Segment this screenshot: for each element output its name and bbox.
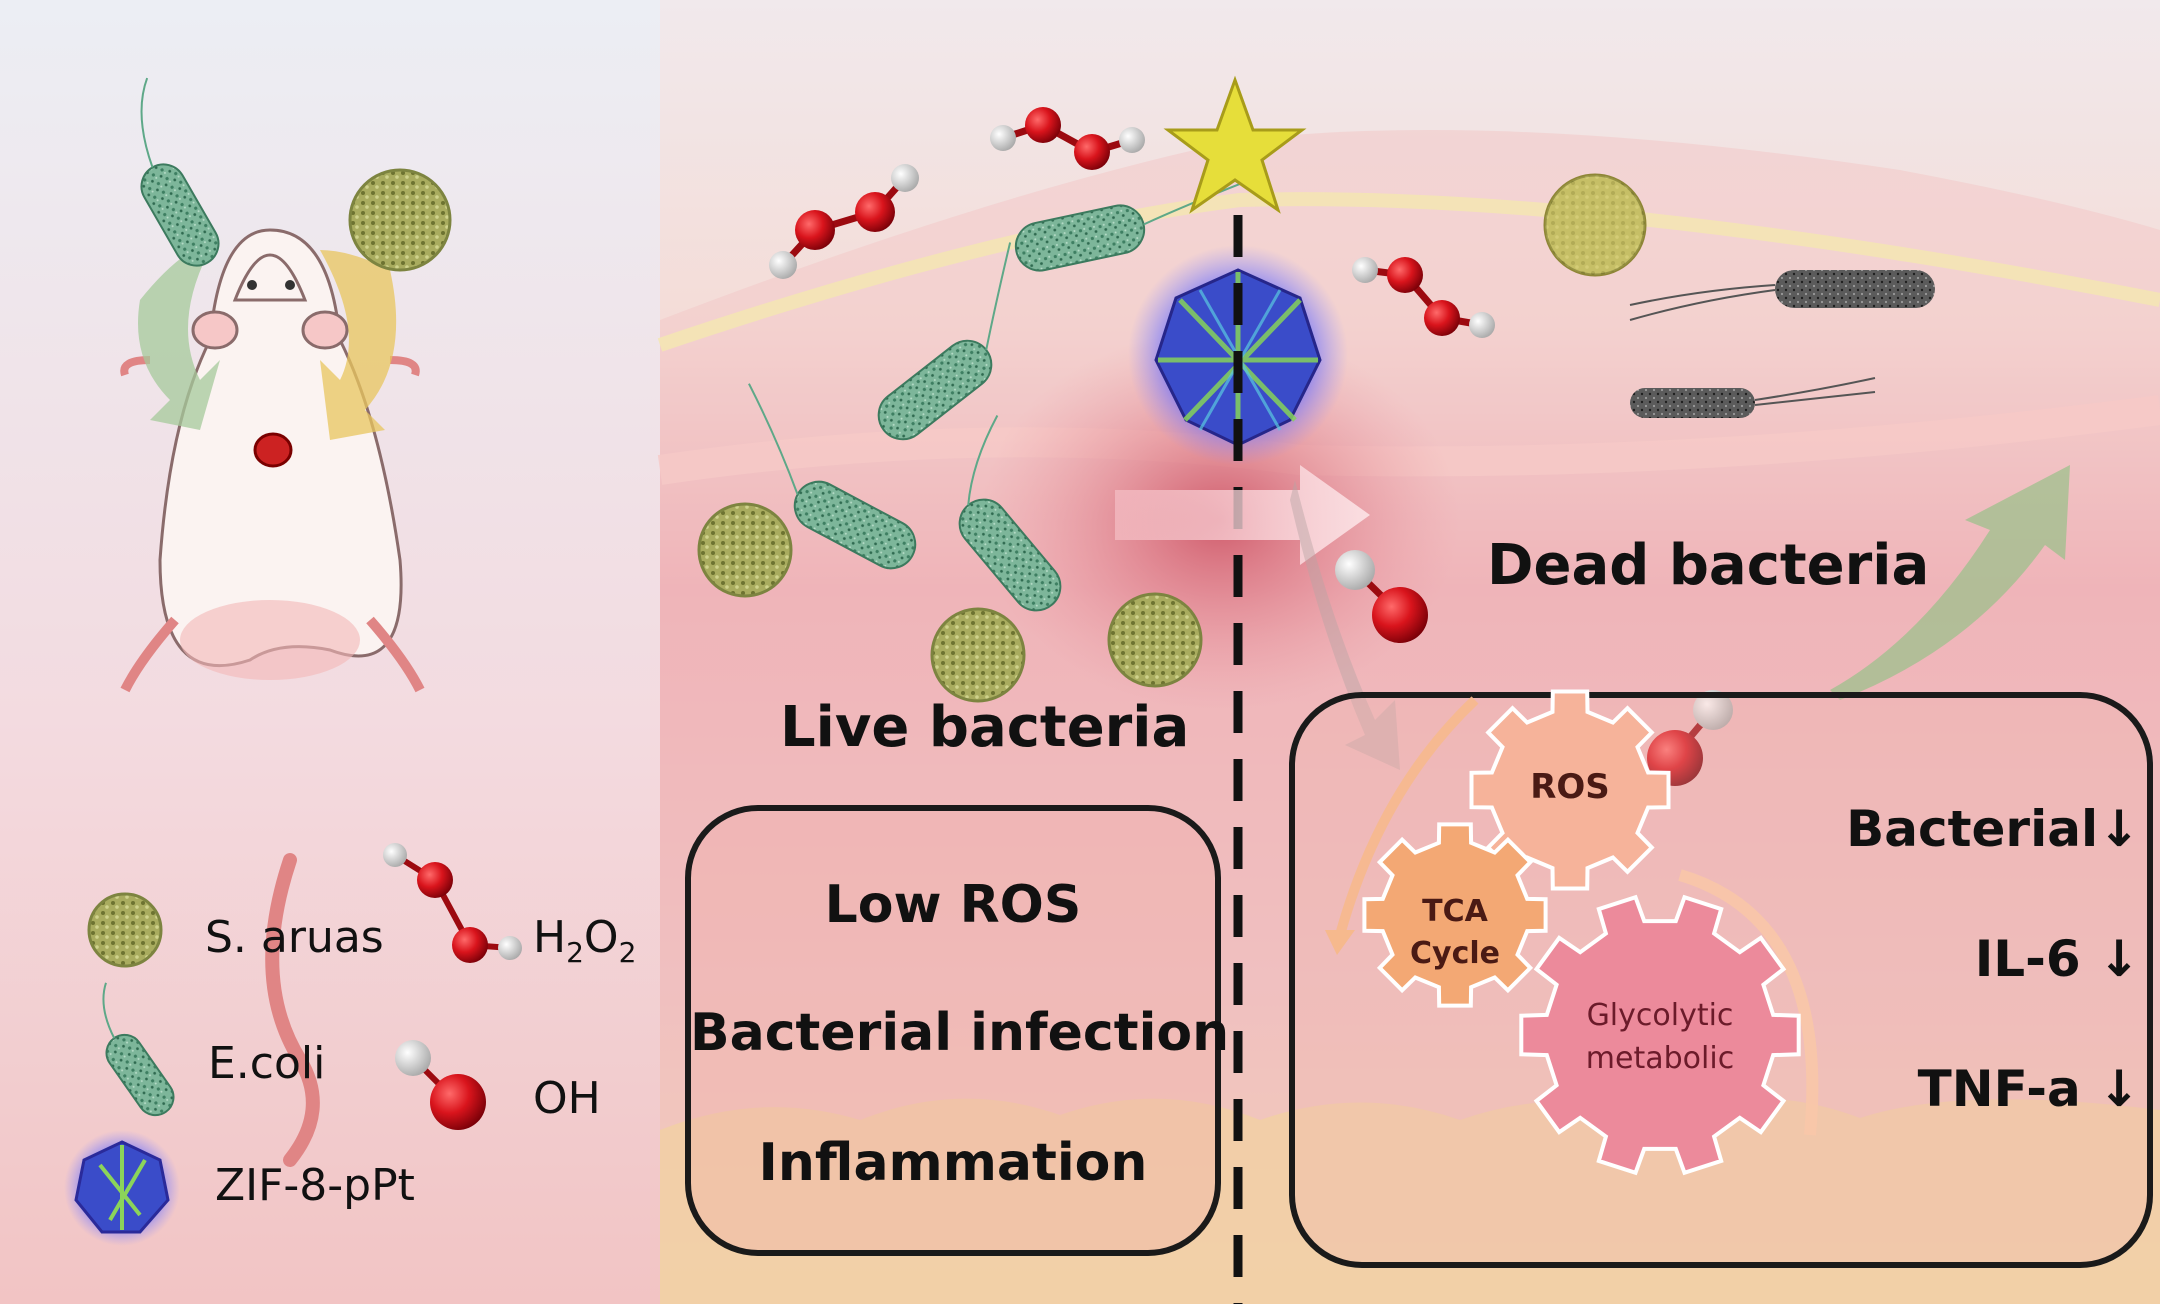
tca-gear-label-line1: TCA bbox=[1422, 894, 1488, 929]
saureus-colony bbox=[697, 502, 1203, 703]
legend-oh-label: OH bbox=[533, 1073, 601, 1124]
ecoli-legend-icon bbox=[102, 982, 175, 1117]
star-marker bbox=[1163, 75, 1307, 214]
h2o2-molecule bbox=[769, 164, 919, 279]
saureus-legend-icon bbox=[87, 892, 163, 968]
oh-radical bbox=[1647, 690, 1733, 786]
effect-tnfa: TNF-a ↓ bbox=[1917, 1060, 2140, 1118]
legend-zif-label: ZIF-8-pPt bbox=[215, 1160, 415, 1211]
transition-arrow bbox=[1115, 465, 1370, 565]
glycolytic-gear bbox=[1519, 894, 1801, 1176]
tca-gear bbox=[1362, 822, 1548, 1008]
glycolytic-gear-label-line2: metabolic bbox=[1585, 1041, 1735, 1076]
h2o2-molecule bbox=[1352, 257, 1495, 338]
oh-radical bbox=[1335, 550, 1428, 643]
saureus-bacterium bbox=[348, 168, 452, 272]
skin-layer-line bbox=[657, 192, 2160, 352]
dead-bacteria-title: Dead bacteria bbox=[1487, 533, 1930, 598]
ros-arrow bbox=[1290, 480, 1400, 770]
bacterial-infection-text: Bacterial infection bbox=[690, 1003, 1230, 1063]
mouse-illustration bbox=[120, 228, 425, 1167]
ros-gear bbox=[1469, 689, 1671, 891]
low-ros-text: Low ROS bbox=[824, 875, 1082, 935]
cycle-arrow bbox=[1335, 696, 1479, 937]
dead-ecoli bbox=[1629, 270, 1935, 321]
glycolytic-gear-label-line1: Glycolytic bbox=[1586, 998, 1734, 1033]
dead-ecoli bbox=[1630, 377, 1876, 418]
cycle-arrow bbox=[1678, 869, 1819, 1136]
oh-legend-icon bbox=[395, 1040, 486, 1130]
legend-ecoli-label: E.coli bbox=[208, 1038, 326, 1089]
h2o2-legend-icon bbox=[383, 843, 522, 963]
ecoli-bacterium bbox=[140, 77, 220, 267]
zif-legend-icon bbox=[64, 1130, 180, 1246]
outcome-arrow bbox=[1830, 465, 2070, 700]
left-status-box bbox=[685, 805, 1221, 1256]
saureus-infection-arrow bbox=[320, 250, 397, 440]
legend-saureus-label: S. aruas bbox=[205, 912, 384, 963]
inflammation-text: Inflammation bbox=[758, 1133, 1148, 1193]
live-bacteria-title: Live bacteria bbox=[780, 695, 1190, 760]
legend-h2o2-label: H2O2 bbox=[533, 912, 637, 969]
h2o2-molecule bbox=[990, 107, 1145, 170]
effect-il6: IL-6 ↓ bbox=[1974, 930, 2140, 988]
ecoli-infection-arrow bbox=[138, 240, 220, 430]
effect-bacterial: Bacterial↓ bbox=[1846, 800, 2140, 858]
tca-gear-label-line2: Cycle bbox=[1410, 936, 1500, 971]
ros-gear-label: ROS bbox=[1530, 767, 1610, 807]
ecoli-colony bbox=[748, 182, 1243, 612]
